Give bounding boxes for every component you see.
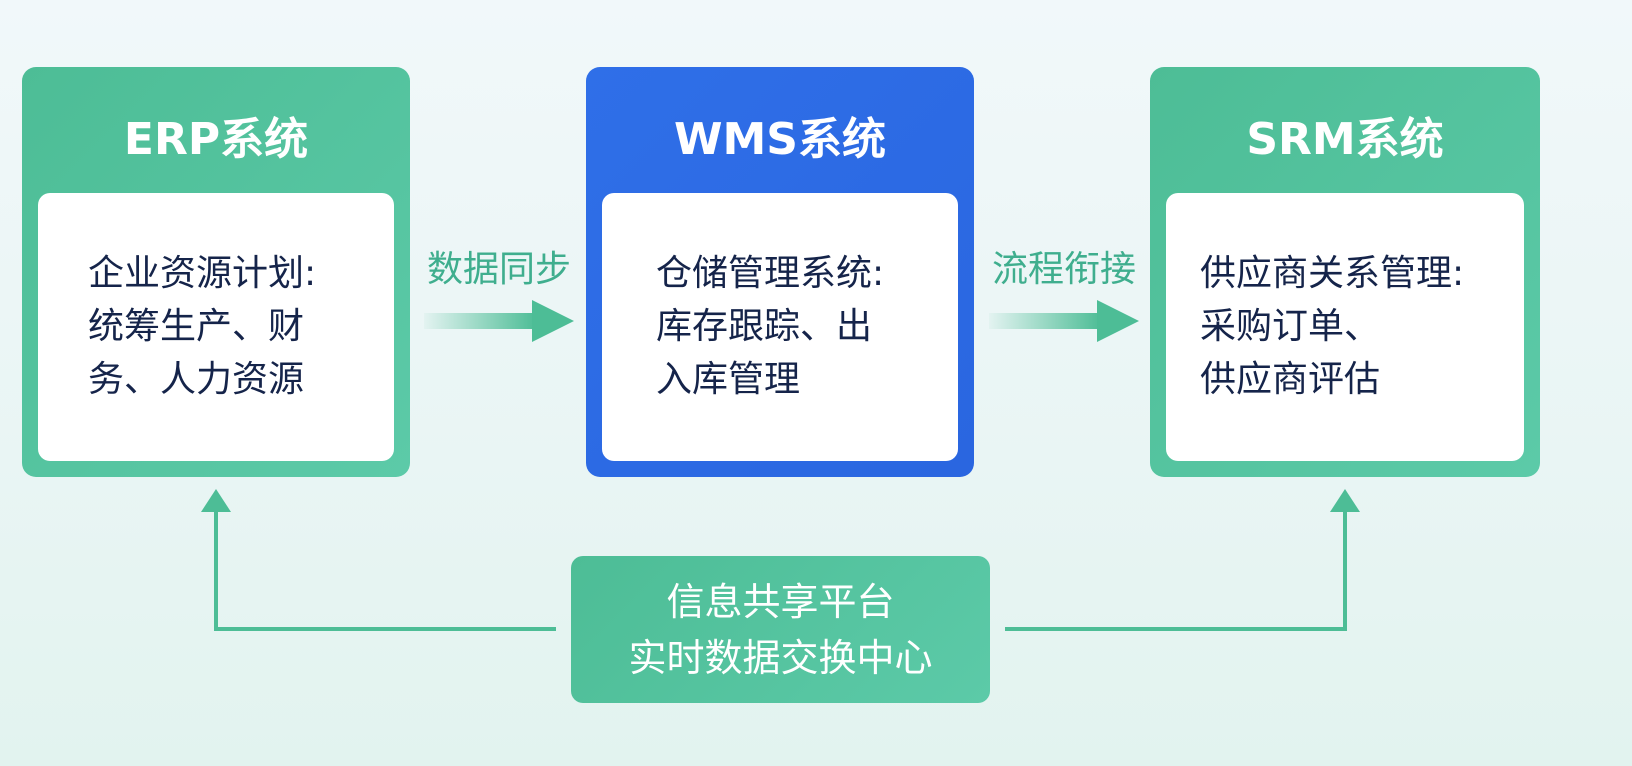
right-arrow-icon (989, 300, 1139, 342)
erp-title: ERP系统 (123, 114, 309, 165)
wms-line: 仓储管理系统: (656, 253, 885, 294)
srm-title: SRM系统 (1246, 114, 1444, 165)
flow-label: 流程衔接 (991, 249, 1136, 290)
srm-line: 供应商评估 (1200, 359, 1381, 400)
srm-line: 供应商关系管理: (1200, 253, 1465, 294)
hub-subtitle: 实时数据交换中心 (628, 636, 933, 680)
erp-line: 企业资源计划: (88, 253, 317, 294)
up-arrow-icon (1330, 489, 1360, 512)
right-arrow-icon (424, 300, 574, 342)
connector-to-srm (1005, 510, 1347, 631)
wms-system-box: WMS系统 仓储管理系统: 库存跟踪、出 入库管理 (586, 67, 974, 477)
wms-line: 库存跟踪、出 (656, 306, 873, 347)
flow-process-link: 流程衔接 (989, 240, 1139, 344)
erp-line: 统筹生产、财 (88, 306, 305, 347)
erp-line: 务、人力资源 (88, 359, 305, 400)
info-sharing-platform-box: 信息共享平台 实时数据交换中心 (571, 556, 990, 703)
up-arrow-icon (201, 489, 231, 512)
wms-line: 入库管理 (656, 359, 801, 400)
wms-title: WMS系统 (673, 114, 886, 165)
srm-line: 采购订单、 (1200, 306, 1381, 347)
wms-description-card: 仓储管理系统: 库存跟踪、出 入库管理 (602, 193, 958, 461)
erp-system-box: ERP系统 企业资源计划: 统筹生产、财 务、人力资源 (22, 67, 410, 477)
srm-description-card: 供应商关系管理: 采购订单、 供应商评估 (1166, 193, 1524, 461)
srm-system-box: SRM系统 供应商关系管理: 采购订单、 供应商评估 (1150, 67, 1540, 477)
flow-data-sync: 数据同步 (424, 240, 574, 344)
erp-description-card: 企业资源计划: 统筹生产、财 务、人力资源 (38, 193, 394, 461)
hub-title: 信息共享平台 (666, 580, 895, 624)
flow-label: 数据同步 (426, 249, 571, 290)
connector-to-erp (214, 510, 556, 631)
